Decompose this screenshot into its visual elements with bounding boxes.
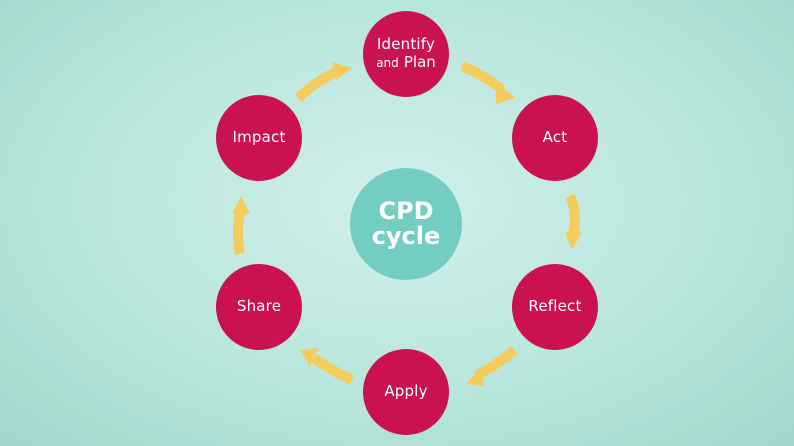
step-act: Act [512,95,598,181]
step-identify-line1: Identify [376,35,436,54]
step-identify-plan: Plan [403,53,436,72]
arrowhead-apply [466,368,484,386]
center-title-line1: CPD [378,196,434,225]
step-apply: Apply [363,349,449,435]
step-reflect-label: Reflect [528,297,582,316]
step-apply-label: Apply [384,382,428,401]
step-identify-and: and [376,56,399,71]
step-impact-label: Impact [232,128,286,147]
arrowhead-impact [232,196,250,214]
arrow-apply-to-share [311,353,355,385]
arrow-act-to-reflect [565,193,580,236]
arrow-reflect-to-apply [473,346,518,381]
arrowhead-act [496,82,516,104]
step-act-label: Act [542,128,568,147]
arrow-impact-to-identify [294,67,339,102]
center-cpd-cycle: CPD cycle [350,168,462,280]
arrow-share-to-impact [233,211,245,255]
step-reflect: Reflect [512,264,598,350]
step-identify-and-plan: Identify and Plan [363,11,449,97]
arrowhead-identify [332,62,352,80]
step-impact: Impact [216,95,302,181]
step-identify-line2: and Plan [376,53,436,71]
center-title-line2: cycle [371,222,441,250]
arrowhead-share [300,348,318,366]
step-share: Share [216,264,302,350]
arrowhead-reflect [565,232,582,250]
step-share-label: Share [236,297,282,316]
